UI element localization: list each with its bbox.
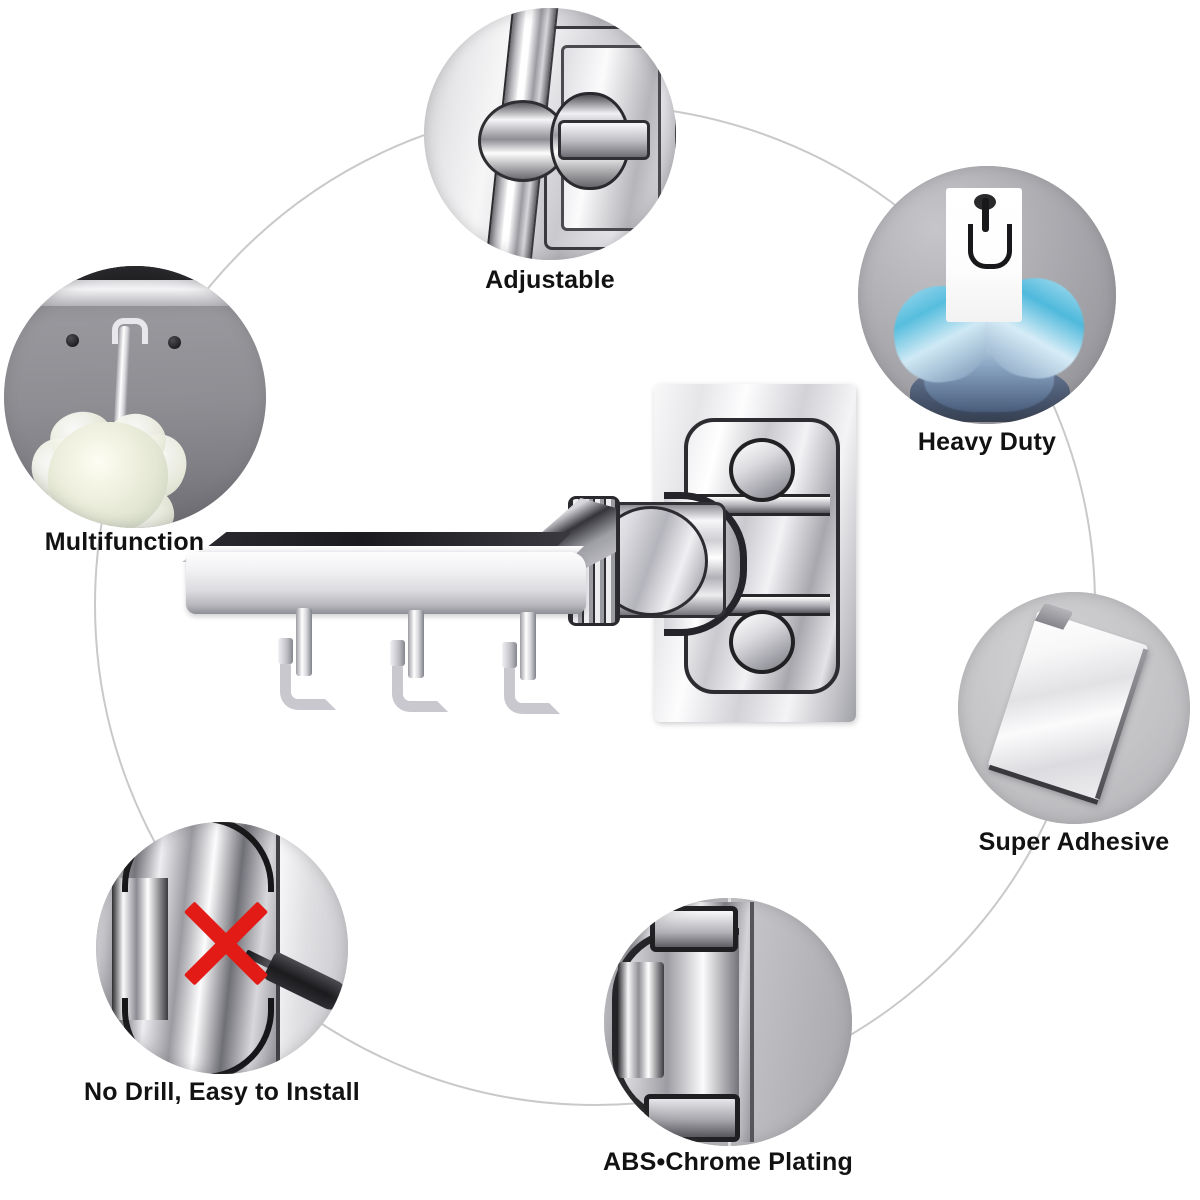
product-hook-2-stem (408, 610, 424, 678)
multifunction-screw-left (66, 334, 79, 347)
multifunction-hook-top (112, 318, 148, 344)
red-cross-icon (174, 890, 278, 994)
feature-no-drill[interactable]: No Drill, Easy to Install (84, 822, 360, 1106)
product-hook-1-tip (278, 638, 293, 664)
product-bolt-bottom (729, 610, 795, 674)
multifunction-icon (4, 266, 266, 528)
heavy-duty-hook-curl (968, 224, 1012, 269)
feature-multifunction[interactable]: Multifunction (4, 266, 266, 556)
heavy-duty-wall-plate (946, 188, 1022, 322)
adjustable-lock-tab (558, 120, 650, 160)
product-hook-3-curl (504, 658, 560, 714)
feature-super-adhesive[interactable]: Super Adhesive (958, 592, 1190, 856)
feature-label-adjustable: Adjustable (485, 266, 615, 294)
abs-notch-top (650, 906, 738, 952)
super-adhesive-icon (958, 592, 1190, 824)
multifunction-screw-right (168, 336, 181, 349)
adjustable-icon (424, 8, 676, 260)
product-bolt-top (729, 438, 795, 502)
product-hook-2-curl (392, 656, 448, 712)
no-drill-icon (96, 822, 348, 1074)
product-hook-2-tip (390, 640, 405, 666)
feature-label-multifunction: Multifunction (44, 528, 205, 556)
feature-heavy-duty[interactable]: Heavy Duty (858, 166, 1116, 456)
feature-label-no-drill: No Drill, Easy to Install (84, 1078, 360, 1106)
product-image (176, 376, 886, 736)
feature-label-abs-chrome-plating: ABS•Chrome Plating (603, 1148, 853, 1176)
product-hook-1-stem (296, 608, 312, 676)
feature-adjustable[interactable]: Adjustable (424, 8, 676, 294)
heavy-duty-icon (858, 166, 1116, 424)
multifunction-rail-shadow (4, 266, 266, 282)
product-shelf-body (186, 552, 586, 614)
multifunction-rail (4, 280, 266, 306)
feature-abs-chrome-plating[interactable]: ABS•Chrome Plating (603, 898, 853, 1176)
abs-notch-bottom (644, 1094, 740, 1142)
heavy-duty-hook-stem (982, 198, 989, 232)
product-hook-3-tip (502, 642, 517, 668)
abs-chrome-stripe (618, 962, 664, 1078)
product-hook-3-stem (520, 612, 536, 680)
abs-chrome-plating-icon (604, 898, 852, 1146)
loofah-core (48, 422, 168, 528)
loofah-icon (21, 406, 196, 528)
no-drill-wall-surface (278, 822, 348, 1074)
product-hook-1-curl (280, 654, 336, 710)
feature-label-heavy-duty: Heavy Duty (917, 428, 1057, 456)
no-drill-chrome-stripe (112, 878, 168, 1020)
feature-label-super-adhesive: Super Adhesive (978, 828, 1170, 856)
